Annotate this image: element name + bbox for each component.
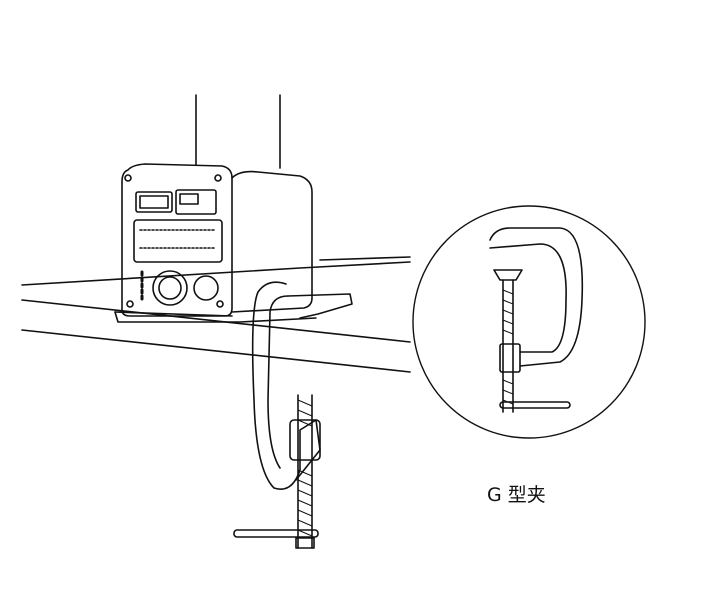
g-clamp-label: G 型夹 xyxy=(487,484,546,506)
g-clamp-inset xyxy=(412,205,646,439)
mounted-g-clamp xyxy=(233,281,353,549)
device-box xyxy=(114,163,317,323)
table xyxy=(21,256,411,373)
pole xyxy=(195,94,281,169)
